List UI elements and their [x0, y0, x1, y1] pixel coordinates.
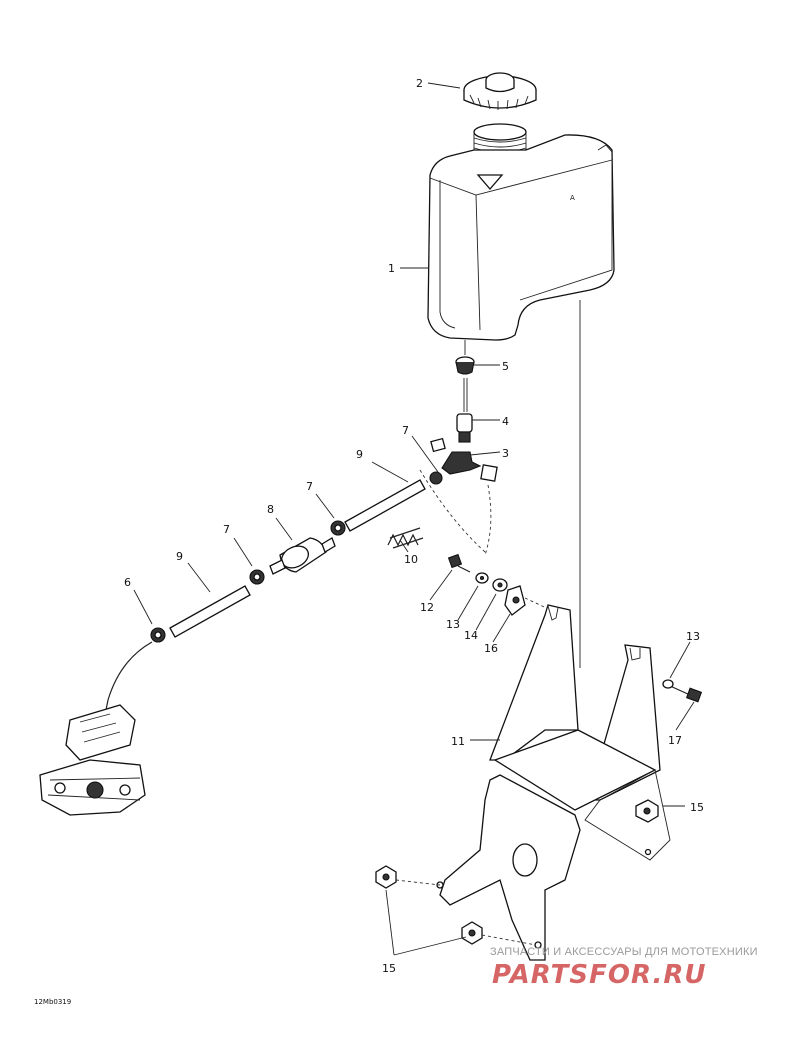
- carburetor: [39, 704, 146, 816]
- callout-6: 6: [124, 576, 131, 589]
- callout-7-middle: 7: [306, 480, 313, 493]
- clamp-lower: [150, 627, 166, 643]
- callout-3: 3: [502, 447, 509, 460]
- nut-left-bottom: [461, 921, 483, 945]
- attach-dash-1: [419, 469, 486, 553]
- fuel-line-upper: [344, 471, 443, 532]
- callout-14: 14: [464, 629, 478, 642]
- spring: [387, 527, 424, 549]
- callout-16: 16: [484, 642, 498, 655]
- callout-1: 1: [388, 262, 395, 275]
- washer-13: [475, 572, 489, 584]
- callout-8: 8: [267, 503, 274, 516]
- fuel-tank: A: [427, 123, 615, 341]
- hose-to-carburetor: [103, 641, 153, 721]
- callout-4: 4: [502, 415, 509, 428]
- bolt-12: [447, 553, 471, 573]
- tank-bracket: [436, 604, 671, 961]
- callout-7-upper: 7: [402, 424, 409, 437]
- nut-right: [635, 799, 659, 823]
- drawing-code: 12Mb0319: [34, 998, 71, 1006]
- nut-dash-1: [395, 879, 441, 886]
- callout-7-lower: 7: [223, 523, 230, 536]
- watermark-logo: PARTSFOR.RU: [492, 960, 706, 990]
- tank-cap: [463, 72, 537, 110]
- leader-lines: [133, 82, 695, 956]
- callout-12: 12: [420, 601, 434, 614]
- callout-13-left: 13: [446, 618, 460, 631]
- fuel-pickup: [456, 378, 473, 443]
- callout-17: 17: [668, 734, 682, 747]
- callout-labels: 2 1 5 4 3 7 9 7 8 7 9 6 10 12 13 14 16 1…: [124, 77, 704, 975]
- grommet: [455, 340, 475, 375]
- callout-2: 2: [416, 77, 423, 90]
- callout-15-left: 15: [382, 962, 396, 975]
- clamp-upper: [330, 520, 346, 536]
- fuel-filter: [269, 537, 336, 575]
- clip-16: [504, 585, 526, 616]
- nut-left-top: [375, 865, 397, 889]
- callout-9-upper: 9: [356, 448, 363, 461]
- watermark: ЗАПЧАСТИ И АКСЕССУАРЫ ДЛЯ МОТОТЕХНИКИ PA…: [490, 946, 758, 990]
- callout-10: 10: [404, 553, 418, 566]
- callout-9-lower: 9: [176, 550, 183, 563]
- bolt-17: [662, 679, 703, 703]
- watermark-tagline: ЗАПЧАСТИ И АКСЕССУАРЫ ДЛЯ МОТОТЕХНИКИ: [490, 946, 758, 958]
- svg-text:A: A: [570, 194, 575, 202]
- callout-15-right: 15: [690, 801, 704, 814]
- clamp-middle: [249, 569, 265, 585]
- callout-13-right: 13: [686, 630, 700, 643]
- callout-11: 11: [451, 735, 465, 748]
- tee-fitting: [430, 437, 498, 482]
- washer-14: [492, 578, 508, 592]
- attach-dash-2: [484, 484, 492, 556]
- fuel-line-lower: [169, 585, 251, 638]
- callout-5: 5: [502, 360, 509, 373]
